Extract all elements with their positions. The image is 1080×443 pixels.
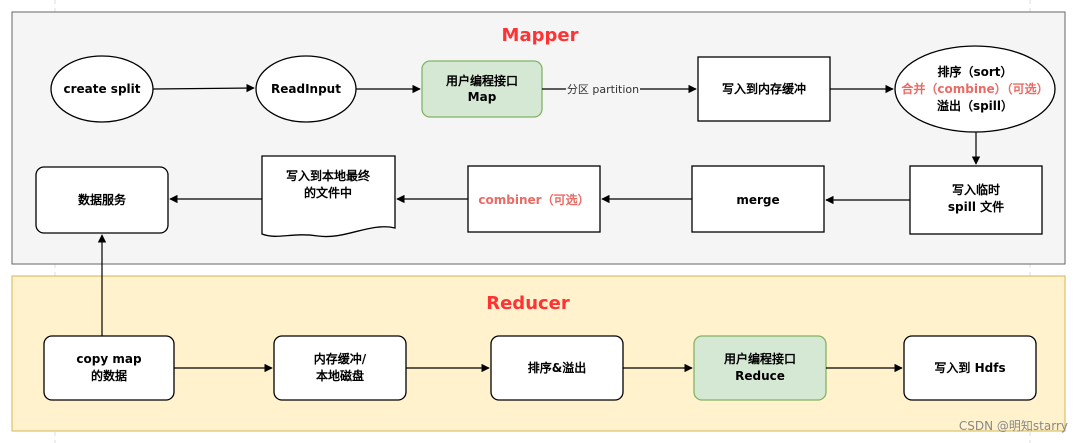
node-user-reduce-line2: Reduce bbox=[735, 369, 785, 383]
node-copy-line1: copy map bbox=[76, 352, 142, 366]
node-user-reduce-line1: 用户编程接口 bbox=[723, 351, 796, 366]
node-write-hdfs bbox=[903, 335, 1037, 401]
node-buffer-line1: 内存缓冲/ bbox=[314, 351, 367, 366]
node-write-final-document bbox=[261, 155, 396, 238]
node-merge bbox=[691, 165, 825, 233]
node-buffer-line2: 本地磁盘 bbox=[316, 368, 364, 383]
node-sort-combine-spill bbox=[894, 45, 1056, 133]
node-write-hdfs-label: 写入到 Hdfs bbox=[934, 360, 1005, 375]
node-copy-line2: 的数据 bbox=[91, 368, 127, 383]
reducer-title: Reducer bbox=[486, 293, 570, 314]
node-user-map bbox=[421, 60, 543, 118]
node-write-temp-line2: spill 文件 bbox=[948, 199, 1004, 214]
node-merge-label: merge bbox=[736, 193, 779, 207]
node-write-buffer-label: 写入到内存缓冲 bbox=[722, 81, 806, 96]
node-read-input-label: ReadInput bbox=[271, 82, 341, 96]
node-sort-line3: 溢出（spill） bbox=[937, 98, 1013, 113]
node-sort-spill-label: 排序&溢出 bbox=[528, 360, 586, 375]
edge-create-to-read bbox=[152, 83, 255, 93]
node-data-service-label: 数据服务 bbox=[78, 192, 127, 207]
node-sort-line2: 合并（combine）（可选） bbox=[901, 81, 1048, 96]
node-data-service bbox=[35, 166, 169, 234]
node-combiner bbox=[467, 165, 601, 233]
node-sort-line1: 排序（sort） bbox=[937, 64, 1012, 79]
mapper-title: Mapper bbox=[502, 25, 579, 46]
node-buffer-disk bbox=[273, 335, 407, 401]
node-user-map-line1: 用户编程接口 bbox=[445, 73, 518, 88]
node-write-temp-line1: 写入临时 bbox=[952, 182, 1000, 197]
node-user-map-line2: Map bbox=[468, 90, 497, 104]
node-user-reduce bbox=[693, 335, 827, 401]
watermark-text: CSDN @明知starry bbox=[959, 419, 1068, 433]
node-write-temp-spill bbox=[909, 165, 1043, 235]
node-write-buffer bbox=[697, 56, 831, 122]
node-write-final-line1: 写入到本地最终 bbox=[286, 168, 371, 183]
node-copy-map-data bbox=[43, 335, 175, 401]
edge-label-partition: 分区 partition bbox=[567, 83, 639, 96]
node-write-final-line2: 的文件中 bbox=[304, 185, 352, 200]
node-combiner-label: combiner（可选） bbox=[478, 192, 589, 207]
node-create-split-label: create split bbox=[63, 82, 140, 96]
